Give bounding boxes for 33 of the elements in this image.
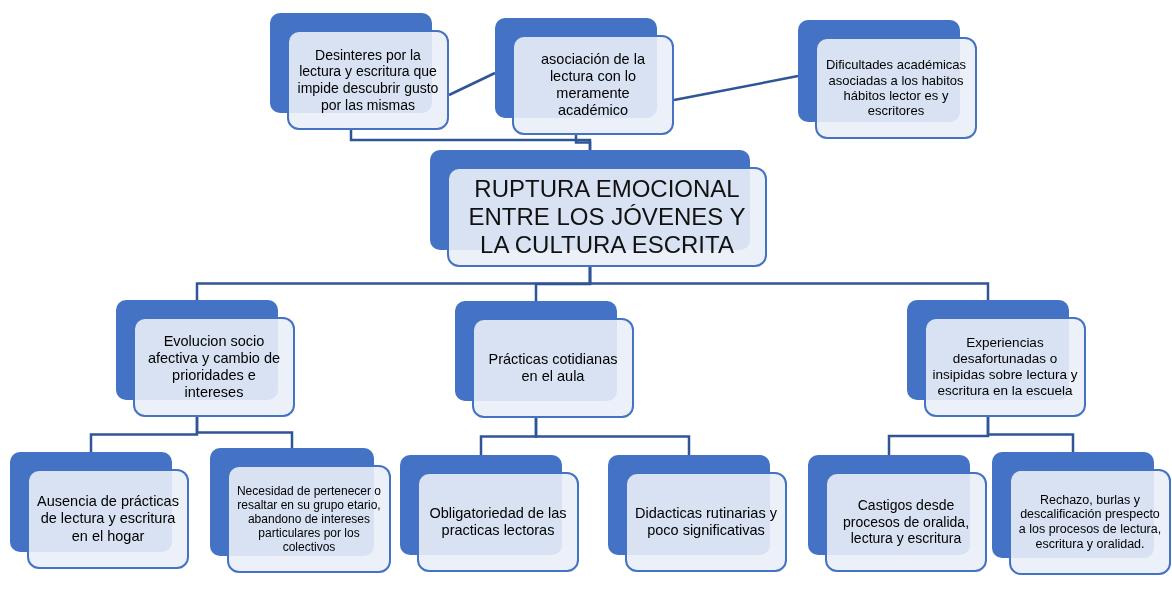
box-text: asociación de la lectura con lo meramente académico xyxy=(540,50,646,120)
box-text: Necesidad de pertenecer o resaltar en su grupo etario, abandono de intereses particulares por los colectivos xyxy=(235,483,383,555)
stacked-box xyxy=(400,455,579,572)
stacked-box xyxy=(808,455,987,572)
connector-line xyxy=(534,418,691,455)
box-text: Prácticas cotidianas en el aula xyxy=(487,350,619,386)
box-text: Rechazo, burlas y descalificación prespecto a los procesos de lectura, escritura y oralidad. xyxy=(1017,492,1163,552)
box-text: Obligatoriedad de las practicas lectoras xyxy=(428,504,568,540)
box-text: Castigos desde procesos de oralida, lectura y escritura xyxy=(841,497,971,547)
box-text: Didacticas rutinarias y poco significativas xyxy=(634,504,778,540)
connector-line xyxy=(448,71,496,97)
connector-line xyxy=(986,417,1075,452)
stacked-box xyxy=(992,452,1171,575)
connector-line xyxy=(349,130,592,150)
connector-line xyxy=(588,267,990,300)
box-text: Evolucion socio afectiva y cambio de prioridades e intereses xyxy=(146,332,282,402)
stacked-box xyxy=(430,150,767,267)
box-text: RUPTURA EMOCIONAL ENTRE LOS JÓVENES Y LA CULTURA ESCRITA xyxy=(467,174,747,260)
stacked-box xyxy=(10,452,189,569)
stacked-box xyxy=(907,300,1086,417)
stacked-box xyxy=(495,18,674,135)
connector-line xyxy=(673,74,799,102)
box-text: Ausencia de prácticas de lectura y escritura en el hogar xyxy=(36,493,180,545)
stacked-box xyxy=(270,13,449,130)
box-text: Experiencias desafortunadas o insipidas sobre lectura y escritura en la escuela xyxy=(932,335,1078,399)
stacked-box xyxy=(608,455,787,572)
stacked-box xyxy=(116,300,295,417)
stacked-box xyxy=(455,301,634,418)
connector-line xyxy=(195,417,294,448)
stacked-box xyxy=(210,448,391,573)
box-text: Desinteres por la lectura y escritura que impide descubrir gusto por las mismas xyxy=(296,46,440,114)
box-text: Dificultades académicas asociadas a los habitos hábitos lector es y escritores xyxy=(824,57,968,119)
stacked-box xyxy=(798,20,977,139)
